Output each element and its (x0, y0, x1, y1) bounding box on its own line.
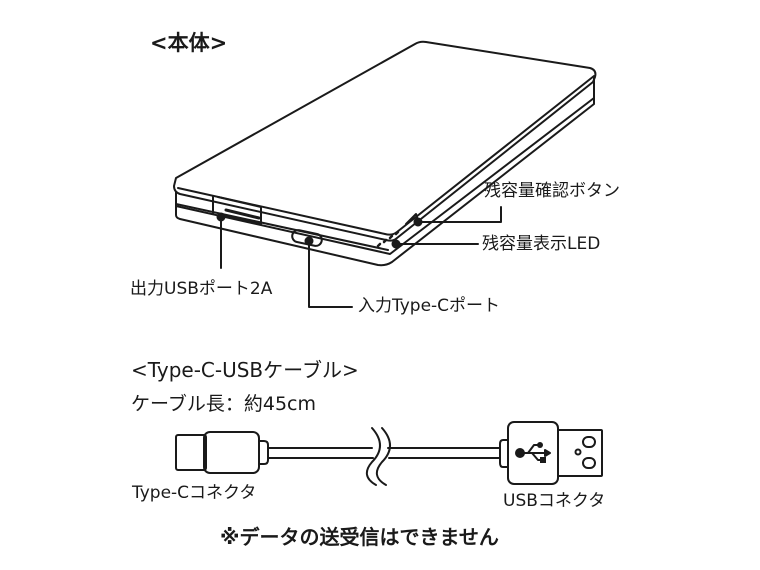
power-bank-illustration (173, 40, 597, 267)
led-label: 残容量表示LED (482, 234, 601, 254)
body-section-title: <本体> (150, 31, 228, 55)
cable-section-title: <Type-C-USBケーブル> (131, 358, 359, 382)
callout-leaders (216, 206, 502, 308)
usb-a-connector-icon (499, 421, 603, 485)
check-button-label: 残容量確認ボタン (484, 181, 620, 201)
typec-input-label: 入力Type-Cポート (358, 296, 501, 316)
led-indicators-icon (376, 230, 400, 248)
usb-output-label: 出力USBポート2A (130, 279, 273, 299)
typec-connector-label: Type-Cコネクタ (132, 483, 257, 503)
cable-wire (267, 427, 501, 486)
usb-output-port-icon (212, 195, 262, 225)
typec-connector-icon (175, 431, 269, 474)
usb-connector-label: USBコネクタ (503, 491, 606, 511)
data-transfer-note: ※データの送受信はできません (220, 525, 499, 549)
cable-length-label: ケーブル長：約45cm (131, 393, 316, 415)
